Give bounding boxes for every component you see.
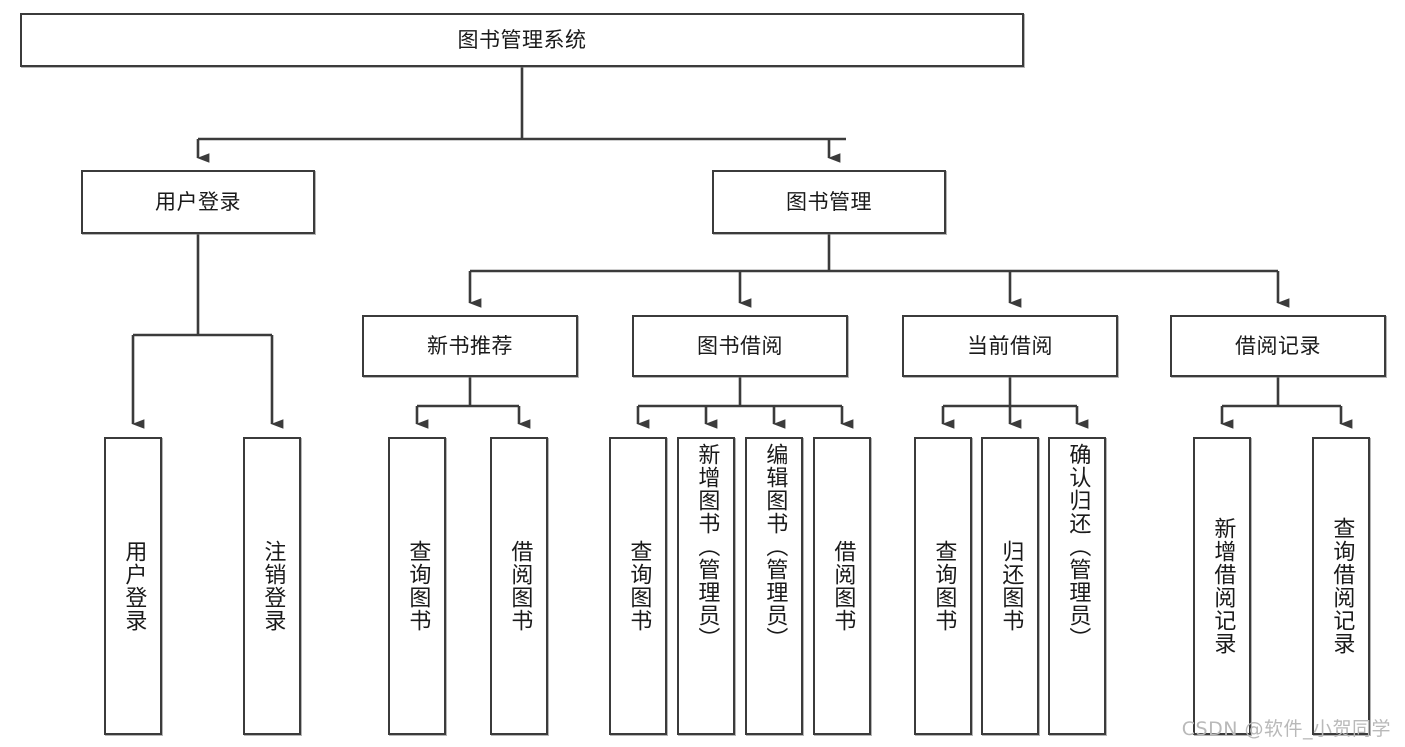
node-leaf-logout-login-label: 注销登录	[260, 540, 286, 632]
node-leaf-borrow-book-1-label: 借阅图书	[507, 540, 533, 632]
node-leaf-query-record[interactable]: 查询借阅记录	[1312, 437, 1370, 735]
node-leaf-add-record[interactable]: 新增借阅记录	[1193, 437, 1251, 735]
node-book-borrow[interactable]: 图书借阅	[632, 315, 848, 377]
node-current-borrow-label: 当前借阅	[967, 333, 1053, 358]
node-leaf-confirm-return[interactable]: 确认归还（管理员）	[1048, 437, 1106, 735]
node-user-login[interactable]: 用户登录	[81, 170, 315, 234]
node-leaf-confirm-return-label: 确认归还（管理员）	[1065, 443, 1091, 650]
node-leaf-edit-book[interactable]: 编辑图书（管理员）	[745, 437, 803, 735]
node-book-management-label: 图书管理	[786, 189, 872, 214]
node-leaf-add-record-label: 新增借阅记录	[1210, 517, 1236, 655]
node-leaf-query-book-2[interactable]: 查询图书	[609, 437, 667, 735]
node-leaf-return-book[interactable]: 归还图书	[981, 437, 1039, 735]
node-leaf-add-book[interactable]: 新增图书（管理员）	[677, 437, 735, 735]
node-leaf-add-book-label: 新增图书（管理员）	[694, 443, 720, 650]
node-current-borrow[interactable]: 当前借阅	[902, 315, 1118, 377]
node-new-book-recommend-label: 新书推荐	[427, 333, 513, 358]
node-leaf-edit-book-label: 编辑图书（管理员）	[762, 443, 788, 650]
node-leaf-logout-login[interactable]: 注销登录	[243, 437, 301, 735]
node-new-book-recommend[interactable]: 新书推荐	[362, 315, 578, 377]
node-leaf-return-book-label: 归还图书	[998, 540, 1024, 632]
node-leaf-query-book-1[interactable]: 查询图书	[388, 437, 446, 735]
node-user-login-label: 用户登录	[155, 189, 241, 214]
node-book-borrow-label: 图书借阅	[697, 333, 783, 358]
node-leaf-borrow-book-2-label: 借阅图书	[830, 540, 856, 632]
node-book-management[interactable]: 图书管理	[712, 170, 946, 234]
node-root[interactable]: 图书管理系统	[20, 13, 1024, 67]
node-borrow-record-label: 借阅记录	[1235, 333, 1321, 358]
node-leaf-query-book-3-label: 查询图书	[931, 540, 957, 632]
node-leaf-user-login-label: 用户登录	[121, 540, 147, 632]
node-leaf-query-book-3[interactable]: 查询图书	[914, 437, 972, 735]
node-root-label: 图书管理系统	[457, 27, 587, 52]
node-leaf-query-record-label: 查询借阅记录	[1329, 517, 1355, 655]
node-leaf-borrow-book-2[interactable]: 借阅图书	[813, 437, 871, 735]
node-leaf-query-book-1-label: 查询图书	[405, 540, 431, 632]
node-leaf-user-login[interactable]: 用户登录	[104, 437, 162, 735]
node-leaf-query-book-2-label: 查询图书	[626, 540, 652, 632]
node-borrow-record[interactable]: 借阅记录	[1170, 315, 1386, 377]
csdn-watermark: CSDN @软件_小贺同学	[1181, 718, 1391, 740]
node-leaf-borrow-book-1[interactable]: 借阅图书	[490, 437, 548, 735]
